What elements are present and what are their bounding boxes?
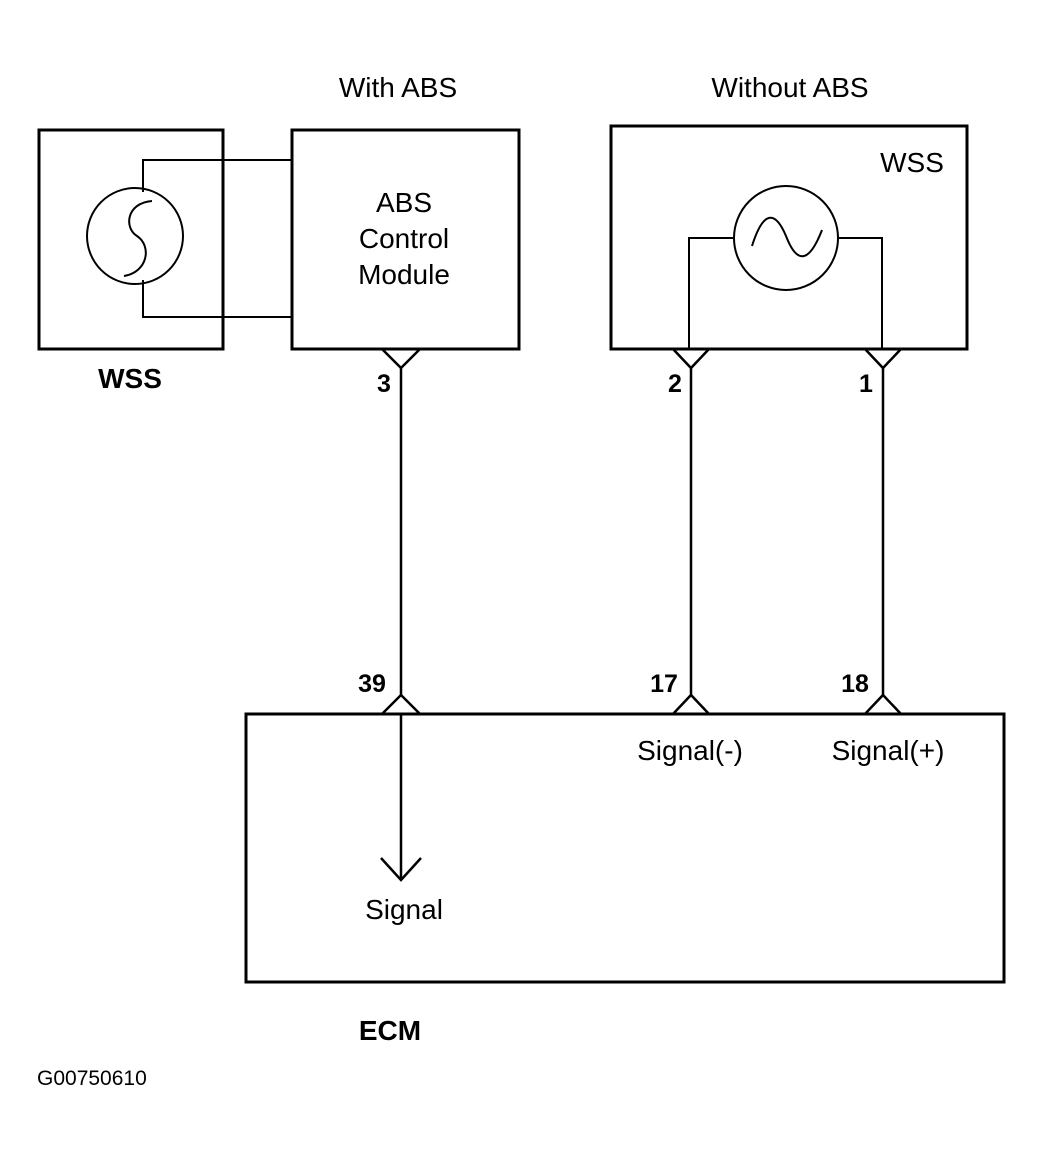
signal-plus-label: Signal(+) <box>832 735 945 766</box>
pin-number-2: 2 <box>668 370 682 398</box>
wss-ac-wave-icon <box>751 216 823 258</box>
wss-with-abs <box>37 128 293 351</box>
signal-arrow-down-icon <box>380 857 422 882</box>
wss-sine-wave-icon <box>123 200 153 277</box>
abs-module-label-line1: ABS <box>376 187 432 218</box>
connector-ecm-pin17-icon <box>672 693 710 715</box>
wss-wire-lower <box>142 280 293 318</box>
wss-without-abs: WSS <box>609 124 969 351</box>
pin-number-18: 18 <box>841 670 869 698</box>
ecm-box <box>244 712 1006 984</box>
abs-control-module-box <box>290 128 521 351</box>
pin-number-3: 3 <box>377 370 391 398</box>
connector-ecm-pin39-icon <box>381 693 421 715</box>
wss-sensor-symbol-icon <box>86 187 184 285</box>
pin-number-17: 17 <box>650 670 678 698</box>
wss-internal-wire-b <box>838 237 883 349</box>
wss-with-abs-label: WSS <box>98 363 162 394</box>
abs-control-module: ABS Control Module <box>290 128 521 351</box>
heading-with-abs: With ABS <box>339 72 457 103</box>
wss-wire-upper <box>142 159 293 192</box>
ecm-label: ECM <box>359 1015 421 1046</box>
pin-number-1: 1 <box>859 370 873 398</box>
pin-number-39: 39 <box>358 670 386 698</box>
figure-code: G00750610 <box>37 1067 147 1090</box>
wss-without-abs-label: WSS <box>880 147 944 178</box>
wss-with-abs-box <box>37 128 225 351</box>
connector-abs-pin3-icon <box>381 348 421 370</box>
heading-without-abs: Without ABS <box>711 72 868 103</box>
abs-module-label-line3: Module <box>358 259 450 290</box>
signal-minus-label: Signal(-) <box>637 735 743 766</box>
wss-without-abs-box <box>609 124 969 351</box>
connector-ecm-pin18-icon <box>864 693 902 715</box>
abs-module-label-line2: Control <box>359 223 449 254</box>
wss-internal-wire-a <box>688 237 734 349</box>
signal-label: Signal <box>365 894 443 925</box>
connector-wss-pin2-icon <box>672 348 710 370</box>
connector-wss-pin1-icon <box>864 348 902 370</box>
